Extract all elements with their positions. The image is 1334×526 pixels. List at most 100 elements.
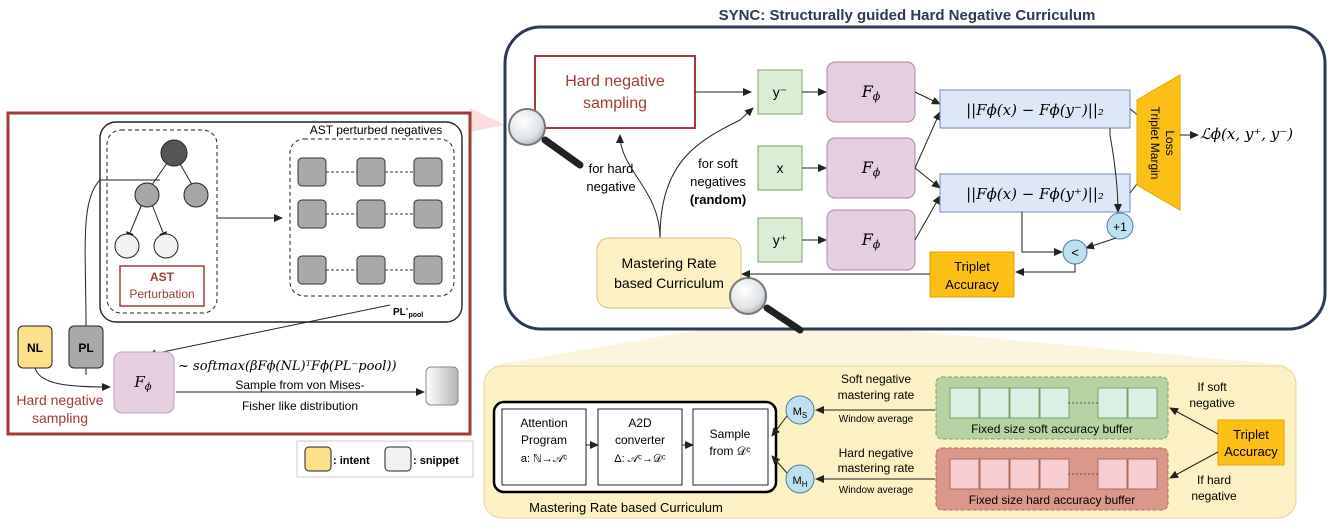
zoom-cone-left — [470, 108, 505, 132]
nl-label: NL — [27, 341, 43, 355]
hard-buffer-label: Fixed size hard accuracy buffer — [969, 493, 1136, 507]
triplet-accuracy-top-2: Accuracy — [945, 277, 999, 292]
sample-text-1: Sample from von Mises- — [235, 378, 364, 392]
tree-node — [183, 182, 209, 208]
negative-snippet-box — [297, 157, 327, 187]
soft-rate-label-2: mastering rate — [838, 388, 915, 402]
buffer-cell — [979, 387, 1010, 419]
less-than-label: < — [1071, 245, 1079, 260]
mh-node — [785, 464, 815, 494]
nl-to-fphi-arrow — [34, 367, 111, 391]
ast-perturbed-negatives-label: AST perturbed negatives — [310, 123, 443, 137]
negative-snippet-box — [297, 199, 327, 229]
diagram-title: SYNC: Structurally guided Hard Negative … — [719, 7, 1096, 24]
encoder-label: Fϕ — [861, 82, 881, 103]
top-panel: Hard negative sampling for hard negative… — [503, 25, 1327, 331]
if-hard-1: If hard — [1197, 473, 1231, 487]
norm-neg-label: ||Fϕ(x) − Fϕ(y⁻)||₂ — [966, 101, 1104, 119]
left-panel: AST perturbed negatives AST Perturbation… — [6, 111, 472, 436]
input-y-pos-box — [757, 217, 803, 263]
arrow-ms-pipeline — [771, 415, 788, 437]
encoder-label: Fϕ — [861, 158, 881, 179]
negative-snippet-box — [356, 199, 386, 229]
softmax-formula: ~ softmax(βFϕ(NL)ᵀFϕ(PL⁻pool)) — [178, 359, 397, 374]
left-fphi-label: Fϕ — [133, 373, 151, 393]
hard-rate-label-2: mastering rate — [838, 461, 915, 475]
soft-rate-label-1: Soft negative — [841, 372, 911, 386]
if-soft-2: negative — [1189, 396, 1235, 410]
attention-program-2: Program — [521, 433, 567, 447]
top-hard-negative-label-2: sampling — [583, 95, 647, 112]
for-soft-negatives-1: for soft — [698, 156, 738, 171]
left-fphi-box — [113, 351, 175, 414]
ms-node — [785, 395, 815, 425]
ast-tree — [114, 139, 209, 259]
triplet-margin-loss-label-1: Triplet Margin — [1148, 107, 1162, 180]
sample-text-2: Fisher like distribution — [242, 399, 358, 413]
input-y-pos-label: y⁺ — [773, 232, 787, 248]
encoder-label: Fϕ — [861, 230, 881, 251]
negative-snippet-box — [297, 255, 327, 285]
loss-expression: ℒϕ(x, y⁺, y⁻) — [1200, 125, 1293, 143]
tree-root-node — [160, 139, 188, 167]
hard-negative-sampling-box — [534, 55, 696, 129]
arrow-acc-hardbuf — [1169, 451, 1219, 479]
legend-intent-swatch — [304, 446, 332, 472]
norm-pos-label: ||Fϕ(x) − Fϕ(y⁺)||₂ — [966, 185, 1104, 203]
input-y-neg-box — [757, 69, 803, 115]
plus-one-node — [1106, 212, 1134, 240]
triplet-accuracy-box-bottom — [1217, 419, 1285, 466]
negative-snippet-box — [356, 157, 386, 187]
if-soft-1: If soft — [1197, 380, 1227, 394]
arrow-norm-less — [1021, 212, 1063, 256]
for-soft-negatives-2: negatives — [690, 174, 746, 189]
arrow-enc-norm1b — [914, 111, 941, 169]
tree-node — [134, 182, 160, 208]
triplet-margin-loss-box — [1136, 74, 1181, 211]
sample-from-2: from 𝒟ᶜ — [709, 444, 750, 458]
norm-neg-box — [939, 89, 1131, 129]
buffer-cell — [1127, 387, 1158, 419]
attention-program-3: a: ℕ→𝒜ᶜ — [521, 453, 567, 465]
arrow-less-accuracy — [1015, 264, 1076, 276]
triplet-margin-loss-label-2: Loss — [1163, 130, 1177, 155]
attention-program-box — [501, 408, 587, 486]
buffer-cell — [1097, 458, 1128, 490]
a2d-converter-3: Δ: 𝒜ᶜ→𝒟ᶜ — [614, 453, 666, 465]
buffer-cell — [949, 458, 980, 490]
curriculum-to-sampling-arrow — [616, 134, 661, 239]
legend-snippet-swatch — [384, 446, 412, 472]
sample-from-1: Sample — [710, 427, 751, 441]
triplet-accuracy-box-top — [929, 251, 1015, 298]
tree-leaf-node — [114, 233, 140, 259]
buffer-cell — [1009, 458, 1040, 490]
negative-snippet-box — [413, 157, 443, 187]
magnifier-icon — [729, 277, 804, 334]
negative-snippet-box — [413, 199, 443, 229]
a2d-converter-box — [597, 408, 683, 486]
ast-perturbation-box — [119, 265, 205, 307]
if-hard-2: negative — [1191, 489, 1237, 503]
pl-pool-label: PL-pool — [393, 304, 423, 319]
arrow-enc-norm2b — [914, 195, 941, 241]
for-soft-negatives-3: (random) — [690, 192, 746, 207]
ast-perturbation-label-2: Perturbation — [129, 287, 194, 301]
buffer-cell — [1039, 458, 1070, 490]
curriculum-to-random-arrow — [659, 107, 754, 239]
pl-to-tree-arrow — [84, 179, 160, 327]
arrow-norm-plus1 — [1109, 128, 1122, 213]
ast-tree-box — [106, 129, 218, 314]
hard-window-average: Window average — [839, 485, 914, 496]
for-hard-negative-2: negative — [586, 179, 635, 194]
arrow-enc-norm1a — [914, 91, 941, 105]
tree-leaf-node — [153, 233, 179, 259]
arrow-enc-norm2a — [914, 167, 941, 189]
top-hard-negative-label-1: Hard negative — [565, 73, 665, 90]
buffer-cell — [1127, 458, 1158, 490]
buffer-cell — [979, 458, 1010, 490]
hard-buffer-cells — [949, 458, 1158, 490]
arrow-plus1-less — [1085, 237, 1117, 250]
mastering-rate-label-1: Mastering Rate — [622, 255, 717, 271]
negatives-grid — [297, 157, 443, 285]
